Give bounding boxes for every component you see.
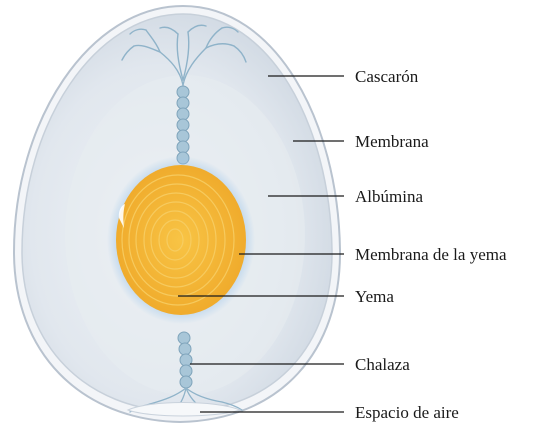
label-albumen: Albúmina <box>355 187 423 206</box>
label-shell: Cascarón <box>355 67 419 86</box>
bottom-chalaza-cord <box>178 332 192 388</box>
label-chalaza: Chalaza <box>355 355 410 374</box>
label-membrane: Membrana <box>355 132 429 151</box>
label-yolk: Yema <box>355 287 394 306</box>
label-yolk-membrane: Membrana de la yema <box>355 245 507 264</box>
label-air-space: Espacio de aire <box>355 403 459 422</box>
